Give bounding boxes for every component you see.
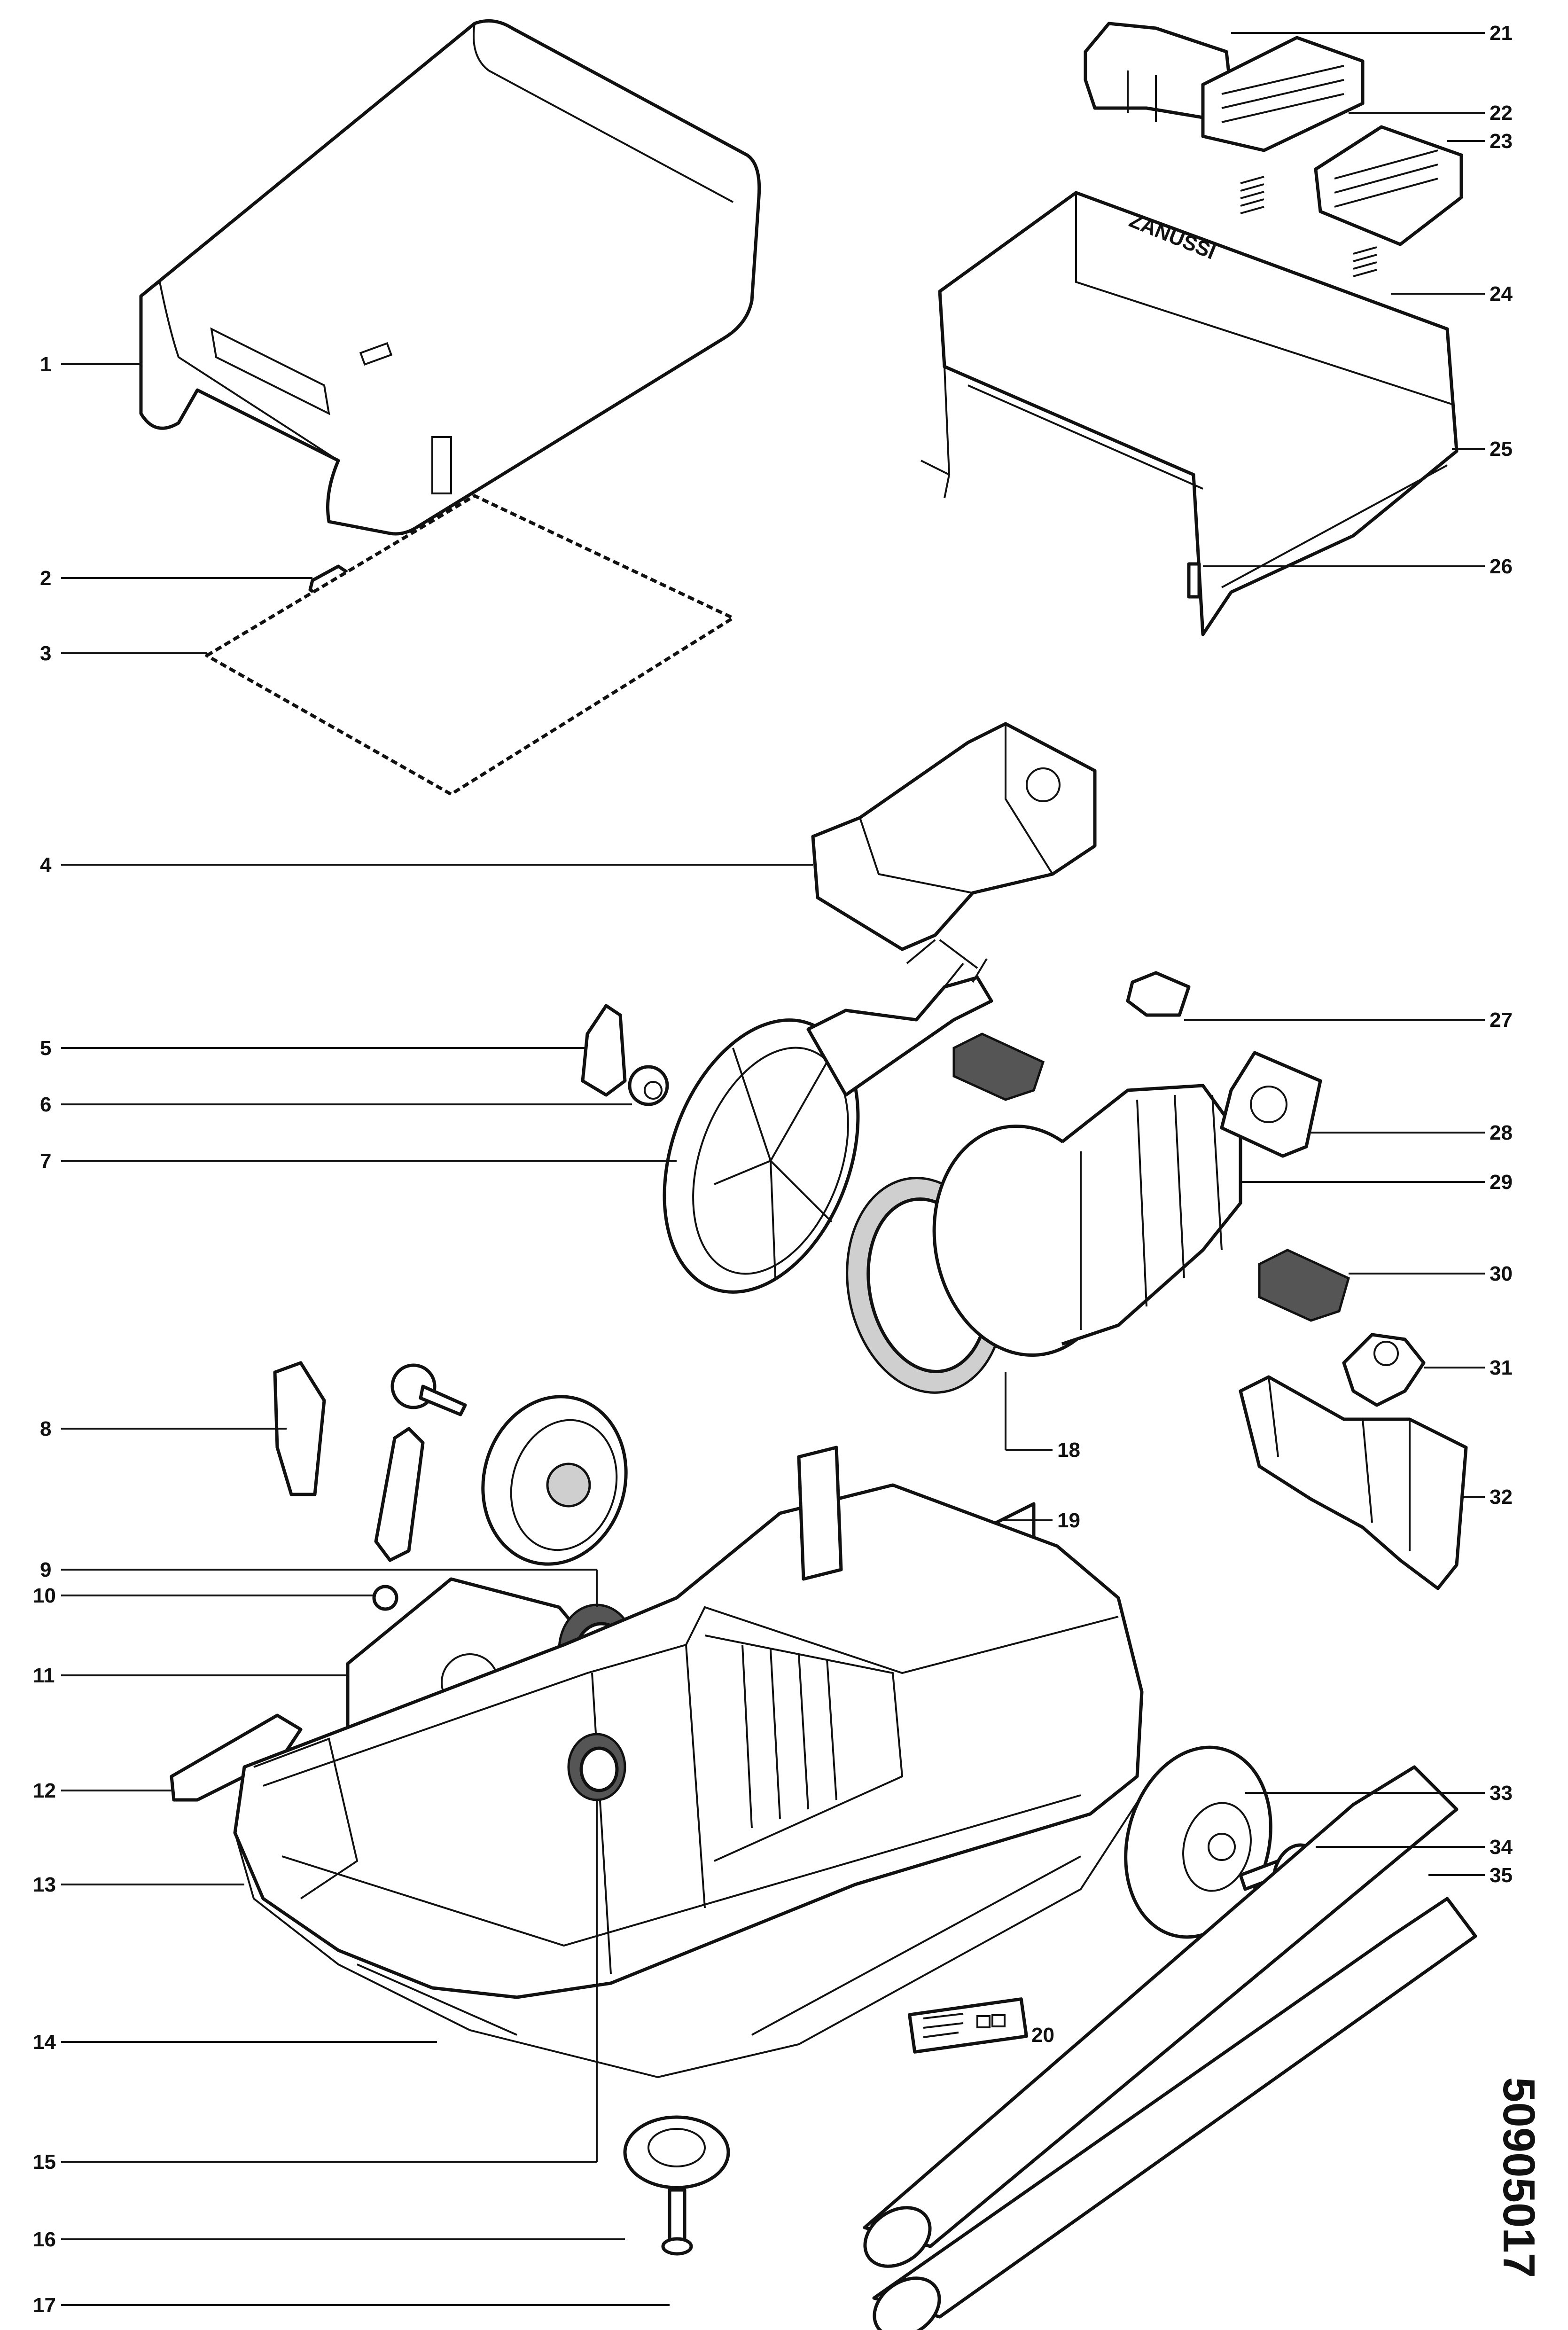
label-part-13: 13 xyxy=(33,1873,56,1896)
label-part-1: 1 xyxy=(40,353,51,376)
label-part-26: 26 xyxy=(1490,555,1513,578)
part-grille-b xyxy=(1314,125,1463,246)
label-part-30: 30 xyxy=(1490,1262,1513,1285)
part-grille-a xyxy=(1201,36,1365,152)
label-part-10: 10 xyxy=(33,1584,56,1607)
part-linkage xyxy=(374,1427,425,1562)
label-part-32: 32 xyxy=(1490,1486,1513,1509)
part-rear-bracket xyxy=(1239,1375,1468,1590)
part-spring-a xyxy=(1240,176,1264,214)
label-part-11: 11 xyxy=(33,1664,55,1687)
part-lever xyxy=(273,1361,326,1496)
part-rating-label xyxy=(908,1997,1028,2054)
part-number-labels: 1 2 3 4 5 6 7 8 9 10 11 12 13 14 15 16 1… xyxy=(33,22,1513,2317)
part-motor-plate xyxy=(1220,1051,1322,1158)
part-knob xyxy=(628,1065,669,1106)
label-part-17: 17 xyxy=(33,2294,56,2317)
part-carbon-brush xyxy=(1258,1249,1350,1322)
label-part-25: 25 xyxy=(1490,438,1513,461)
label-part-19: 19 xyxy=(1057,1509,1080,1532)
part-bumper xyxy=(234,1794,1143,2079)
label-part-27: 27 xyxy=(1490,1009,1513,1032)
part-bracket xyxy=(811,722,1097,969)
label-part-7: 7 xyxy=(40,1149,51,1173)
part-castor-pin xyxy=(661,2188,693,2256)
label-part-18: 18 xyxy=(1057,1439,1080,1462)
part-side-wheel xyxy=(1124,1745,1272,1939)
label-part-20: 20 xyxy=(1031,2024,1054,2047)
part-screw xyxy=(1187,562,1201,599)
part-top-cover xyxy=(139,19,761,536)
label-part-31: 31 xyxy=(1490,1356,1513,1379)
part-brush-holder-a xyxy=(952,1032,1045,1101)
part-extension-tube xyxy=(863,1765,1477,2330)
label-part-29: 29 xyxy=(1490,1171,1513,1194)
label-part-33: 33 xyxy=(1490,1782,1513,1805)
label-part-16: 16 xyxy=(33,2228,56,2251)
part-connector xyxy=(1126,971,1191,1017)
part-spring-b xyxy=(1353,246,1377,277)
label-part-8: 8 xyxy=(40,1417,51,1440)
part-rear-wheel xyxy=(481,1395,628,1566)
label-part-2: 2 xyxy=(40,567,51,590)
label-part-22: 22 xyxy=(1490,102,1513,125)
part-cable-reel xyxy=(663,958,993,1294)
part-clip xyxy=(581,1004,627,1097)
label-part-5: 5 xyxy=(40,1037,51,1060)
label-part-6: 6 xyxy=(40,1093,51,1116)
label-part-15: 15 xyxy=(33,2150,56,2174)
part-main-base xyxy=(233,1446,1144,1999)
label-part-23: 23 xyxy=(1490,130,1513,153)
label-part-14: 14 xyxy=(33,2031,56,2054)
part-castor xyxy=(623,2115,730,2189)
drawing-code-stamp: 50905017 xyxy=(1494,2077,1544,2278)
label-part-9: 9 xyxy=(40,1558,51,1581)
part-motor xyxy=(932,1084,1242,1357)
label-part-3: 3 xyxy=(40,642,51,665)
label-part-12: 12 xyxy=(33,1779,56,1802)
label-part-34: 34 xyxy=(1490,1836,1513,1859)
label-part-24: 24 xyxy=(1490,282,1513,305)
part-switch xyxy=(1342,1333,1426,1407)
label-part-21: 21 xyxy=(1490,22,1513,45)
part-small-knob xyxy=(390,1363,467,1416)
part-filter-sheet xyxy=(205,494,735,796)
label-part-35: 35 xyxy=(1490,1864,1513,1887)
leader-lines xyxy=(61,32,1485,2306)
label-part-28: 28 xyxy=(1490,1121,1513,1144)
label-part-4: 4 xyxy=(40,853,52,876)
